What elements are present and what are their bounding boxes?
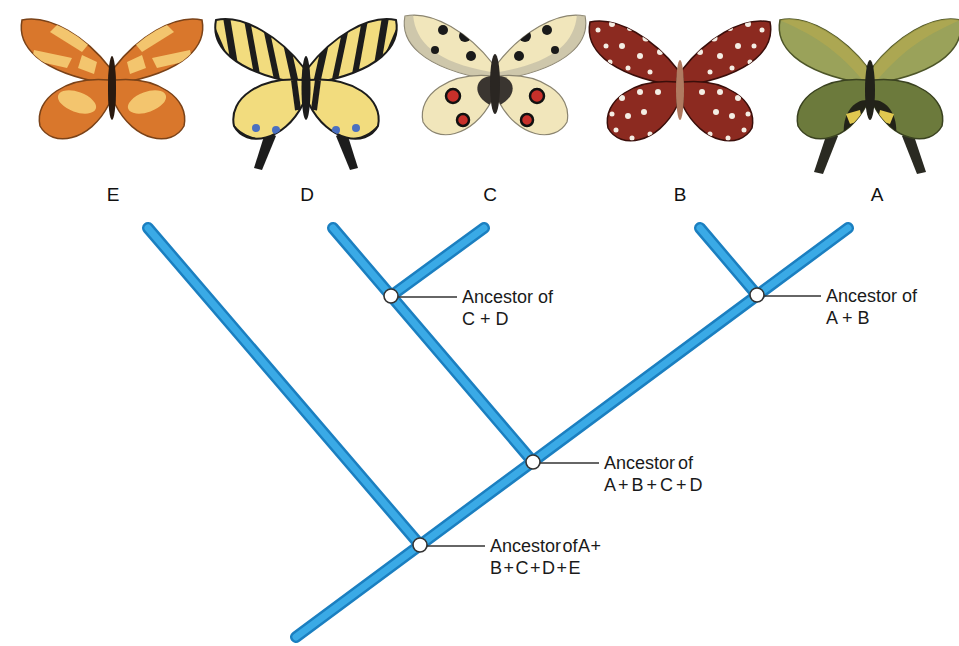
leader-lines bbox=[398, 296, 821, 546]
ancestor-label: Ancestor of C + D bbox=[462, 286, 555, 330]
taxon-letter: E bbox=[107, 184, 120, 206]
butterfly-c bbox=[404, 14, 585, 135]
butterfly-d bbox=[211, 14, 401, 170]
taxon-letter: D bbox=[300, 184, 314, 206]
taxon-letter: C bbox=[483, 184, 497, 206]
ancestor-label: Ancestor of A + B + C + D + E bbox=[490, 535, 607, 579]
butterfly-a bbox=[779, 18, 959, 174]
taxon-letter: B bbox=[674, 184, 687, 206]
ancestor-label: Ancestor of A + B + C + D bbox=[604, 452, 704, 496]
butterfly-b bbox=[589, 21, 770, 141]
ancestor-dots bbox=[384, 288, 764, 552]
tree-branches bbox=[148, 228, 848, 637]
taxon-letter: A bbox=[871, 184, 884, 206]
butterfly-e bbox=[21, 19, 202, 139]
ancestor-label: Ancestor of A + B bbox=[826, 285, 919, 329]
